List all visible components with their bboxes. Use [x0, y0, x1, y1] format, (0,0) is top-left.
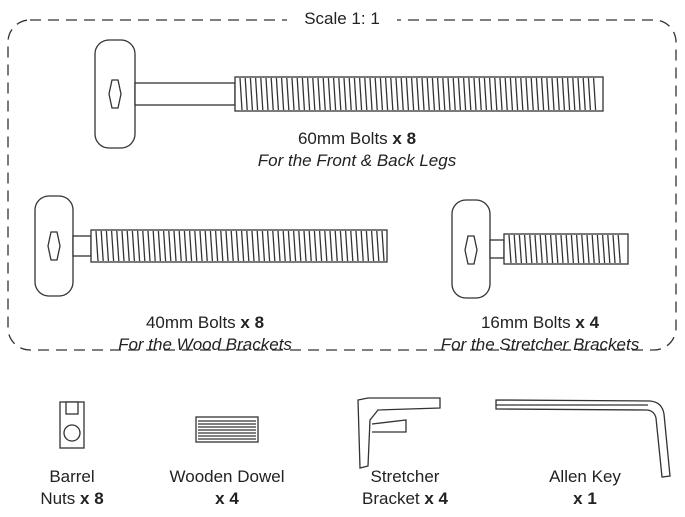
bolt-use: For the Front & Back Legs — [257, 151, 457, 170]
part-line2: Nuts — [40, 489, 76, 508]
part-qty: x 4 — [424, 489, 448, 508]
bolt-60mm-label: 60mm Bolts x 8 For the Front & Back Legs — [192, 128, 522, 172]
part-line1: Barrel — [49, 467, 95, 486]
part-line1: Wooden Dowel — [169, 467, 285, 486]
bolt-qty: x 4 — [575, 313, 600, 332]
allen-key-icon — [495, 399, 671, 478]
part-qty: x 1 — [573, 489, 597, 508]
allen-key-label: Allen Key x 1 — [520, 466, 650, 510]
part-line2: Bracket — [361, 489, 420, 508]
wooden-dowel-icon — [195, 416, 259, 443]
bolt-16mm-label: 16mm Bolts x 4 For the Stretcher Bracket… — [395, 312, 685, 356]
part-line1: Allen Key — [549, 467, 621, 486]
wooden-dowel-label: Wooden Dowel x 4 — [152, 466, 302, 510]
bolt-qty: x 8 — [240, 313, 265, 332]
part-qty: x 8 — [80, 489, 104, 508]
bolt-size: 16mm Bolts — [480, 313, 571, 332]
bolt-use: For the Wood Brackets — [118, 335, 292, 354]
bolt-use: For the Stretcher Brackets — [440, 335, 640, 354]
stretcher-bracket-label: Stretcher Bracket x 4 — [340, 466, 470, 510]
barrel-nut-icon — [59, 401, 85, 449]
barrel-nut-label: Barrel Nuts x 8 — [22, 466, 122, 510]
stretcher-bracket-icon — [357, 397, 441, 469]
bolt-60mm-icon — [94, 39, 604, 149]
bolt-40mm-label: 40mm Bolts x 8 For the Wood Brackets — [50, 312, 360, 356]
bolt-size: 60mm Bolts — [297, 129, 388, 148]
scale-label: Scale 1: 1 — [287, 9, 397, 29]
part-line1: Stretcher — [370, 467, 440, 486]
bolt-qty: x 8 — [392, 129, 417, 148]
bolt-size: 40mm Bolts — [145, 313, 236, 332]
part-qty: x 4 — [215, 489, 239, 508]
bolt-40mm-icon — [34, 195, 388, 297]
bolt-16mm-icon — [451, 199, 629, 299]
